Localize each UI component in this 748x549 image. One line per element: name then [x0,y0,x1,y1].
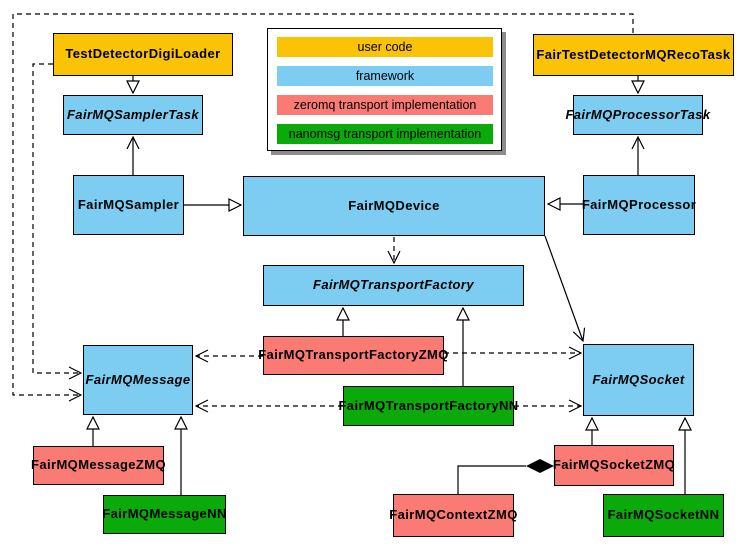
node-fairmqsampler: FairMQSampler [73,175,184,235]
legend-swatch-user-code: user code [277,37,493,57]
node-fairmqmessage: FairMQMessage [83,345,193,415]
composition-diamond-icon [526,459,554,473]
node-fairtestdetectormqrecotask: FairTestDetectorMQRecoTask [533,34,734,76]
legend-label-user-code: user code [357,40,413,54]
legend-label-framework: framework [355,69,415,83]
node-fairmqtransportfactorynn: FairMQTransportFactoryNN [338,386,518,426]
node-fairmqsamplertask: FairMQSamplerTask [63,95,203,135]
node-fairmqmessagenn: FairMQMessageNN [102,495,226,534]
legend-swatch-zeromq: zeromq transport implementation [277,95,493,115]
node-fairmqprocessor: FairMQProcessor [582,175,696,235]
node-fairmqcontextzmq: FairMQContextZMQ [389,494,517,537]
node-fairmqsocketnn: FairMQSocketNN [603,494,724,537]
node-fairmqmessagezmq: FairMQMessageZMQ [31,446,166,485]
node-testdetectordigiloader: TestDetectorDigiLoader [53,33,233,76]
node-fairmqsocketzmq: FairMQSocketZMQ [553,445,675,486]
node-fairmqprocessortask: FairMQProcessorTask [565,95,710,135]
legend: user code framework zeromq transport imp… [267,28,502,151]
node-fairmqsocket: FairMQSocket [583,344,694,416]
legend-swatch-framework: framework [277,66,493,86]
legend-label-nanomsg: nanomsg transport implementation [288,127,482,141]
node-fairmqtransportfactoryzmq: FairMQTransportFactoryZMQ [258,336,448,375]
edge-fairmqdevice-fairmqsocket [544,235,583,341]
legend-swatch-nanomsg: nanomsg transport implementation [277,124,493,144]
edge-contextzmq-socketzmq [457,465,526,494]
node-fairmqtransportfactory: FairMQTransportFactory [263,265,524,306]
legend-label-zeromq: zeromq transport implementation [293,98,477,112]
node-fairmqdevice: FairMQDevice [243,176,545,236]
